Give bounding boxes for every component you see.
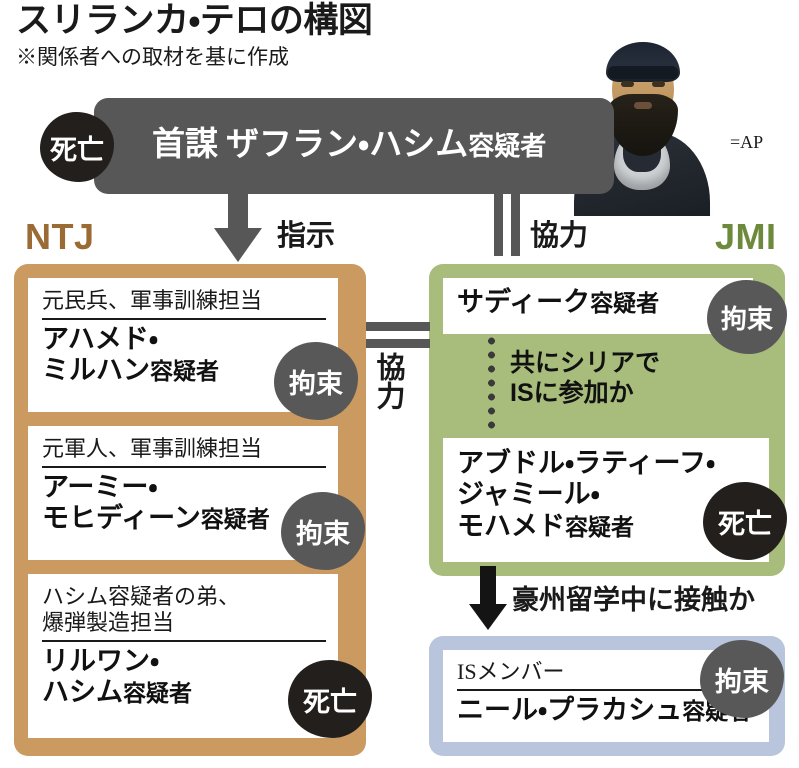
member-name-line2: ハシム — [42, 677, 123, 708]
member-role: 元民兵、軍事訓練担当 — [42, 288, 263, 313]
card-divider — [42, 465, 326, 468]
member-card[interactable]: ハシム容疑者の弟、 爆弾製造担当 リルワン・ ハシム容疑者 — [28, 574, 338, 738]
member-role: ISメンバー — [457, 659, 565, 684]
australia-arrow-shaft — [480, 566, 496, 608]
syria-note-line2: ISに参加か — [510, 379, 634, 407]
cooperation-line-top-2 — [511, 190, 520, 256]
syria-note-line1: 共にシリアで — [510, 349, 661, 377]
status-badge: 拘束 — [707, 280, 787, 354]
syria-dotted-connector — [487, 334, 496, 430]
status-badge: 死亡 — [703, 482, 787, 560]
group-label-ntj: NTJ — [25, 216, 95, 257]
cooperation-line-mid-2 — [366, 339, 430, 348]
mastermind-banner-text: 首謀ザフラン・ハシム容疑者 — [152, 117, 546, 165]
member-suffix: 容疑者 — [590, 290, 660, 316]
cooperation-line-mid-1 — [366, 322, 430, 331]
status-badge: 拘束 — [274, 342, 358, 420]
australia-label: 豪州留学中に接触か — [512, 585, 755, 615]
member-role: 元軍人、軍事訓練担当 — [42, 436, 263, 461]
mastermind-name: ザフラン・ハシム — [226, 125, 469, 162]
photo-credit: =AP — [730, 132, 764, 152]
member-name-line1: アハメド・ — [42, 323, 159, 354]
member-name-line1: ニール・プラカシュ — [457, 694, 683, 725]
member-role-line2: 爆弾製造担当 — [42, 609, 175, 635]
member-name-line2: ミルハン — [42, 355, 150, 386]
cooperation-label-top: 協力 — [530, 220, 589, 252]
group-label-jmi: JMI — [715, 216, 777, 257]
suspect-photo — [568, 24, 716, 216]
member-card[interactable]: 元民兵、軍事訓練担当 アハメド・ ミルハン容疑者 — [28, 278, 338, 412]
mastermind-banner — [94, 98, 614, 194]
status-badge: 拘束 — [281, 492, 365, 570]
member-name-line1: リルワン・ — [42, 645, 160, 676]
photo-eye-left — [621, 81, 634, 87]
member-suffix: 容疑者 — [123, 680, 192, 707]
cooperation-line-top-1 — [494, 190, 503, 256]
card-divider — [42, 639, 326, 642]
page-subtitle: ※関係者への取材を基に作成 — [16, 45, 289, 69]
member-name-line1: アーミー・ — [42, 471, 158, 502]
card-divider — [42, 317, 326, 320]
syria-note: 共にシリアで ISに参加か — [510, 348, 660, 408]
member-suffix: 容疑者 — [565, 513, 634, 540]
member-name-line2: ジャミール・ — [457, 479, 600, 510]
member-name-line3: モハメド — [457, 510, 565, 541]
mastermind-suffix: 容疑者 — [468, 131, 547, 161]
status-badge: 拘束 — [700, 640, 784, 718]
member-suffix: 容疑者 — [200, 506, 270, 533]
member-name-line1: アブドル・ラティーフ・ — [457, 448, 716, 478]
photo-eye-right — [652, 81, 665, 87]
member-name-line1: サディーク — [457, 287, 591, 317]
member-card[interactable]: サディーク容疑者 — [443, 278, 753, 334]
photo-mouth — [634, 102, 652, 109]
mastermind-role: 首謀 — [152, 125, 218, 162]
instruction-label: 指示 — [277, 220, 336, 252]
card-divider — [457, 688, 757, 691]
member-name-line2: モヒディーン — [42, 503, 201, 534]
instruction-arrow-shaft — [228, 192, 248, 230]
member-role-line1: ハシム容疑者の弟、 — [42, 584, 241, 609]
australia-arrow-head-icon — [469, 604, 507, 630]
cooperation-label-mid: 協力 — [372, 352, 404, 410]
status-badge-mastermind: 死亡 — [40, 112, 114, 182]
photo-head-band — [608, 66, 678, 79]
page-title: スリランカ・テロの構図 — [16, 1, 373, 40]
status-badge: 死亡 — [288, 660, 372, 738]
member-suffix: 容疑者 — [150, 358, 219, 385]
instruction-arrow-head-icon — [214, 228, 262, 262]
